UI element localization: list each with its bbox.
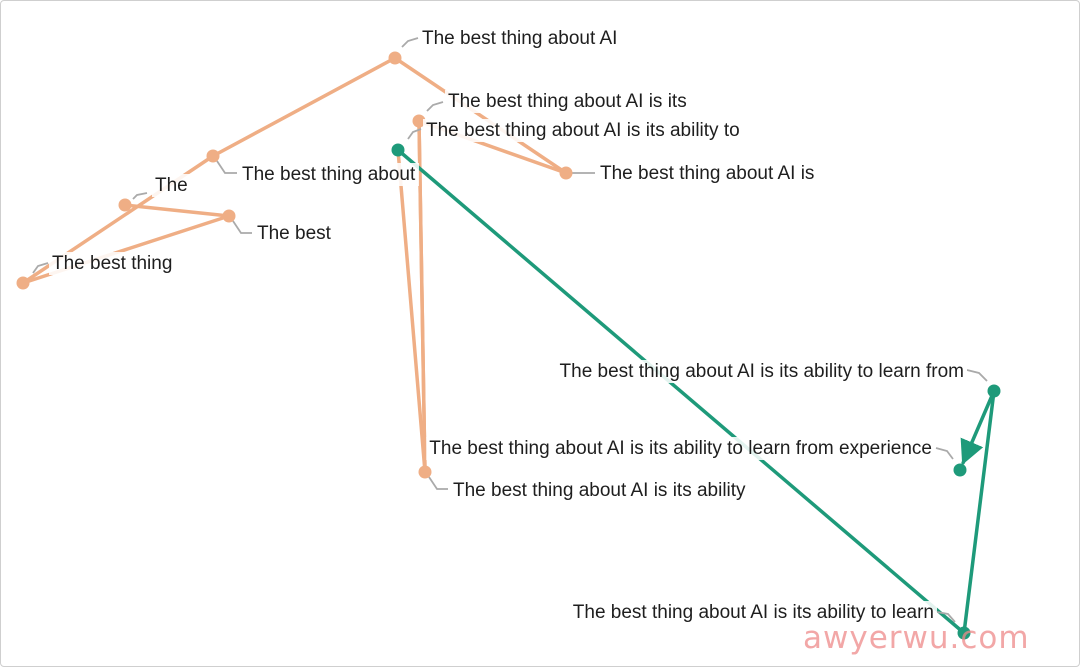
point-label: The	[152, 174, 191, 197]
point-label: The best thing about	[239, 163, 419, 186]
label-leader-line	[132, 192, 148, 200]
label-leaders	[32, 37, 988, 623]
point-label-text: The	[155, 175, 188, 196]
trajectory-point	[987, 384, 1001, 398]
trajectory-point	[953, 463, 967, 477]
point-label-background	[423, 119, 743, 142]
label-leader-line	[216, 160, 237, 174]
point-label: The best thing about AI	[419, 27, 621, 50]
point-label: The best thing about AI is its ability t…	[556, 360, 967, 383]
point-label: The best thing about AI is its ability	[450, 479, 750, 502]
point-label-text: The best	[257, 223, 332, 244]
label-leader-line	[966, 369, 988, 382]
trajectory-point	[388, 51, 402, 65]
label-leader-line	[935, 447, 954, 460]
label-leader-line	[426, 101, 444, 112]
label-leader-line	[407, 128, 422, 140]
point-label-text: The best thing about AI is its ability	[453, 480, 746, 501]
trajectory-segments	[21, 56, 996, 635]
segment-phase2-2	[960, 389, 996, 465]
trajectory-point	[118, 198, 132, 212]
point-label: The best thing about AI is its ability t…	[569, 601, 937, 624]
point-label: The best	[254, 222, 335, 245]
trajectory-point	[16, 276, 30, 290]
point-label-text: The best thing about AI is its ability t…	[429, 438, 932, 459]
label-leader-line	[32, 262, 49, 274]
point-label-text: The best thing about AI is its	[448, 91, 687, 112]
segment-phase1-0	[123, 203, 231, 218]
segment-phase2-0	[396, 148, 966, 635]
point-label-text: The best thing about AI is its ability t…	[426, 120, 740, 141]
point-label: The best thing about AI is its ability t…	[423, 119, 743, 142]
trajectory-point	[391, 143, 405, 157]
segment-phase1-bridge	[396, 148, 427, 474]
trajectory-point	[418, 465, 432, 479]
point-label-text: The best thing about AI is its ability t…	[573, 602, 934, 623]
label-leader-line	[401, 37, 419, 48]
point-label-background	[152, 174, 191, 197]
point-label-text: The best thing about	[242, 164, 416, 185]
segment-phase1-7	[417, 119, 427, 474]
watermark: awyerwu.com	[803, 620, 1030, 656]
segment-phase1-4	[393, 56, 568, 175]
point-label-text: The best thing about AI is	[600, 163, 814, 184]
point-label: The best thing about AI is	[597, 162, 818, 185]
point-label: The best thing about AI is its	[445, 90, 690, 113]
segment-phase2-1	[962, 389, 996, 635]
trajectory-point	[412, 114, 426, 128]
trajectory-points	[16, 51, 1001, 640]
point-label-text: The best thing	[52, 253, 172, 274]
point-label-text: The best thing about AI is its ability t…	[560, 361, 964, 382]
point-label-background	[426, 437, 935, 460]
point-label-text: The best thing about AI	[422, 28, 617, 49]
point-label-background	[597, 162, 818, 185]
point-label-background	[239, 163, 419, 186]
trajectory-point	[957, 626, 971, 640]
point-label: The best thing	[49, 252, 176, 275]
trajectory-point	[206, 149, 220, 163]
point-label: The best thing about AI is its ability t…	[426, 437, 935, 460]
label-leader-line	[232, 220, 252, 234]
point-label-background	[254, 222, 335, 245]
label-leader-line	[428, 476, 448, 490]
label-leader-line	[936, 611, 956, 623]
point-label-background	[49, 252, 176, 275]
point-label-background	[445, 90, 690, 113]
trajectory-point	[559, 166, 573, 180]
point-label-background	[569, 601, 937, 624]
trajectory-point	[222, 209, 236, 223]
point-label-background	[450, 479, 750, 502]
point-label-background	[556, 360, 967, 383]
point-label-background	[419, 27, 621, 50]
segment-phase1-3	[211, 56, 397, 158]
